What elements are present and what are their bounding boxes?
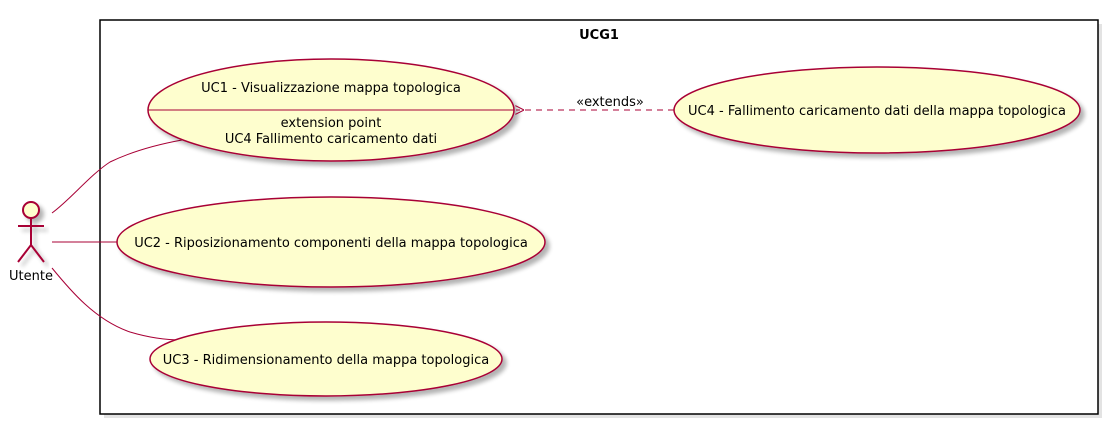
association-uc1 — [51, 139, 183, 214]
use-case-uc4[interactable]: UC4 - Fallimento caricamento dati della … — [673, 66, 1081, 154]
use-case-uc1[interactable]: UC1 - Visualizzazione mappa topologica e… — [147, 58, 515, 162]
uc1-title: UC1 - Visualizzazione mappa topologica — [201, 81, 461, 96]
extends-label: «extends» — [576, 95, 644, 110]
boundary-title: UCG1 — [579, 28, 619, 43]
actor-utente[interactable] — [17, 201, 45, 263]
uc3-title: UC3 - Ridimensionamento della mappa topo… — [163, 353, 489, 368]
actor-label: Utente — [9, 269, 53, 284]
uc4-title: UC4 - Fallimento caricamento dati della … — [688, 104, 1066, 119]
uc1-extension-point-heading: extension point — [281, 116, 382, 131]
use-case-uc2[interactable]: UC2 - Riposizionamento componenti della … — [116, 196, 546, 288]
uc2-title: UC2 - Riposizionamento componenti della … — [134, 236, 528, 251]
actor-head — [22, 201, 40, 219]
extends-relation: «extends» — [516, 95, 674, 110]
association-uc3 — [51, 267, 183, 341]
use-case-uc3[interactable]: UC3 - Ridimensionamento della mappa topo… — [149, 321, 503, 397]
uc1-extension-point: UC4 Fallimento caricamento dati — [225, 132, 437, 147]
associations — [51, 139, 183, 341]
